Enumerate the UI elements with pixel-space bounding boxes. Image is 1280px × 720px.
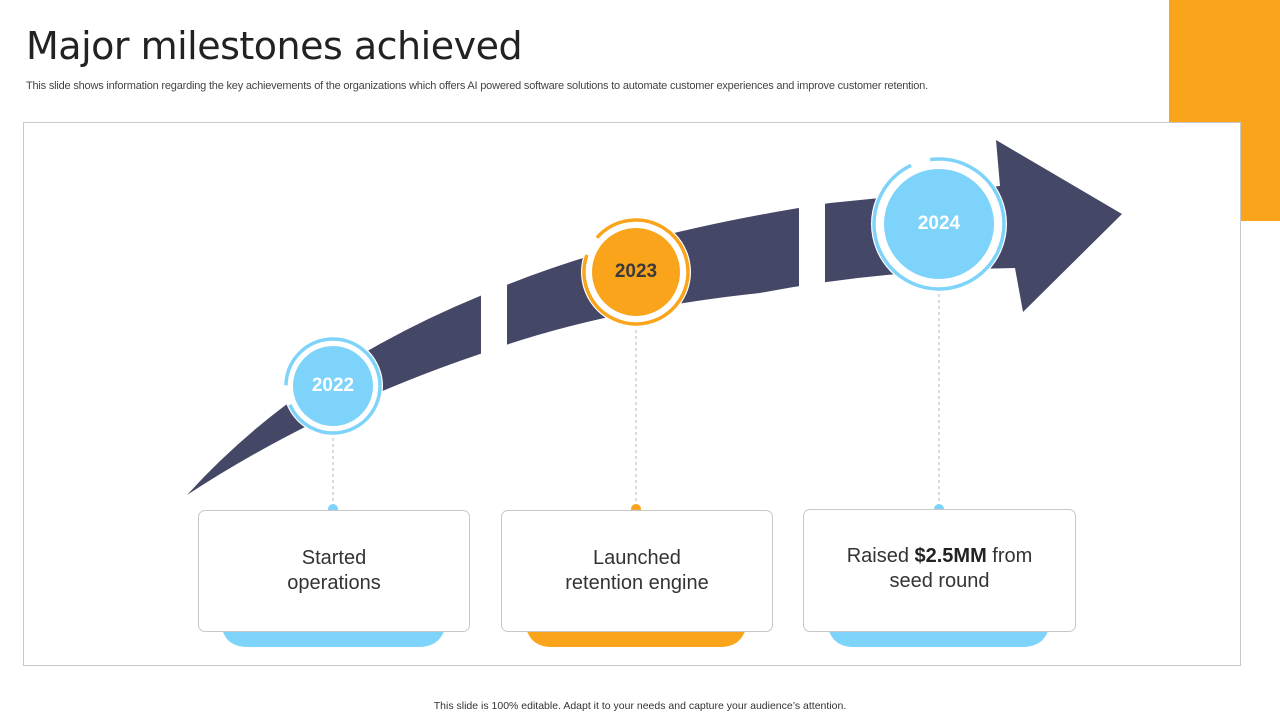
- card-2024-line1-prefix: Raised: [846, 545, 915, 567]
- card-2023-line1: Launched: [593, 547, 681, 569]
- arrow-gap-1: [481, 280, 507, 370]
- milestone-card-2023: Launched retention engine: [501, 510, 773, 632]
- card-2024-line2: seed round: [889, 570, 990, 592]
- card-tab-2022: [222, 628, 445, 647]
- arrow-gap-2: [799, 185, 825, 305]
- milestone-card-2022: Started operations: [198, 510, 470, 632]
- card-2022-line1: Started: [301, 547, 367, 569]
- milestone-card-2024: Raised $2.5MM from seed round: [803, 509, 1076, 632]
- card-2023-line2: retention engine: [565, 572, 709, 594]
- milestone-year-2022: 2022: [311, 375, 355, 396]
- card-tab-2023: [526, 628, 746, 647]
- card-2024-line1: Raised $2.5MM from: [847, 544, 1033, 569]
- milestone-year-2024: 2024: [917, 213, 961, 234]
- milestone-circle-2023: [581, 217, 691, 327]
- footer-note: This slide is 100% editable. Adapt it to…: [433, 700, 847, 712]
- milestone-year-2023: 2023: [614, 261, 658, 282]
- milestone-circle-2024: [871, 156, 1007, 292]
- card-tab-2024: [828, 628, 1049, 647]
- page-title: Major milestones achieved: [26, 24, 523, 68]
- card-2024-line1-suffix: from: [986, 545, 1033, 567]
- milestone-circle-2022: [283, 336, 383, 436]
- page-subtitle: This slide shows information regarding t…: [26, 80, 928, 92]
- card-2022-line2: operations: [287, 572, 381, 594]
- card-2024-amount: $2.5MM: [914, 545, 987, 567]
